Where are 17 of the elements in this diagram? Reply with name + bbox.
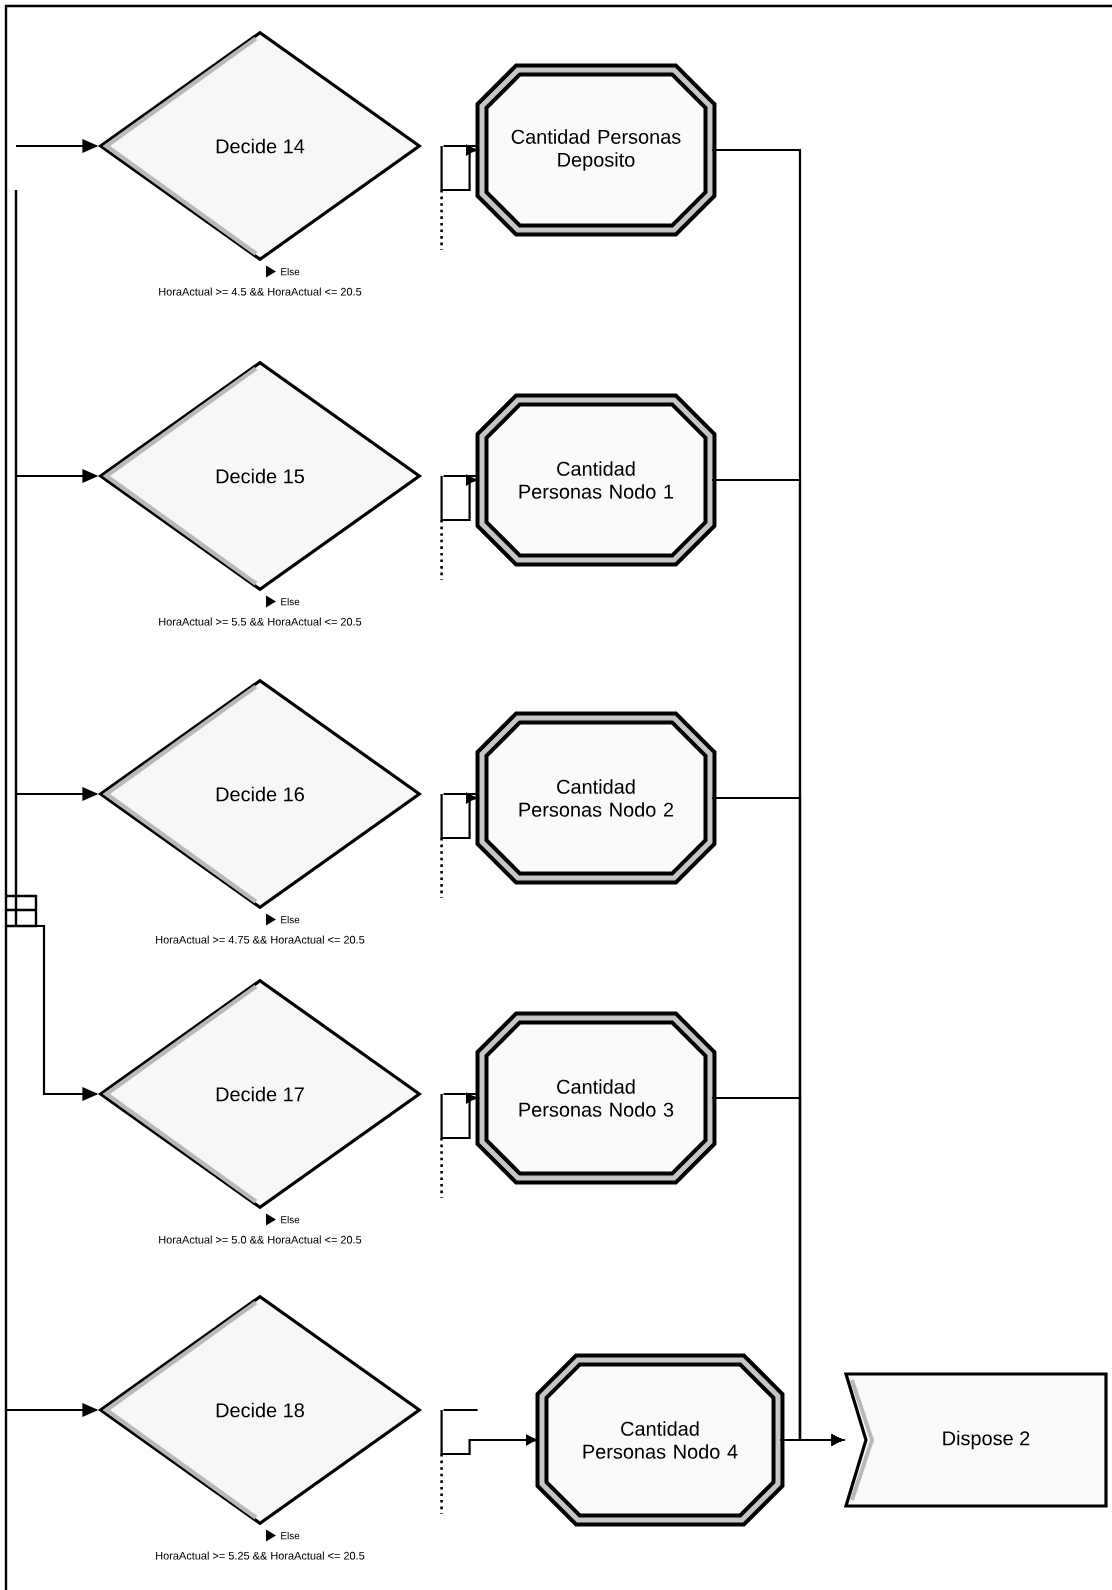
connector — [440, 1410, 538, 1456]
dispose-box: Dispose 2 — [843, 1372, 1108, 1508]
record-box: Cantidad Personas Nodo 4 — [535, 1353, 785, 1527]
connector — [6, 1403, 99, 1417]
connector — [440, 474, 478, 522]
record-box: Cantidad Personas Deposito — [475, 63, 717, 237]
connector — [16, 139, 99, 153]
record-box: Cantidad Personas Nodo 2 — [475, 711, 717, 885]
connector — [440, 1092, 478, 1140]
connector — [16, 924, 99, 1101]
connector — [16, 469, 99, 483]
connector — [440, 792, 478, 840]
connector — [16, 787, 99, 801]
record-box: Cantidad Personas Nodo 1 — [475, 393, 717, 567]
connector — [780, 1434, 843, 1446]
connector — [440, 144, 478, 192]
record-box: Cantidad Personas Nodo 3 — [475, 1011, 717, 1185]
